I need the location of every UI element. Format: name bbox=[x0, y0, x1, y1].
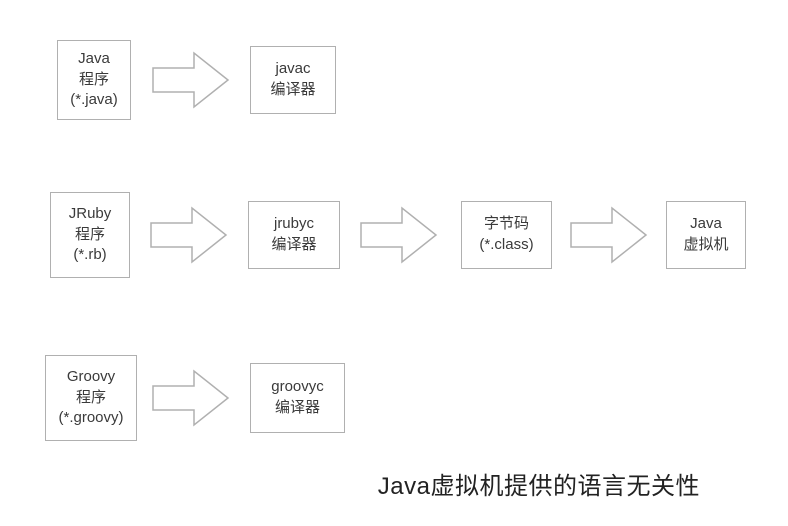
box-text-line: 编译器 bbox=[270, 81, 316, 98]
box-text-line: (*.groovy) bbox=[58, 409, 124, 427]
box-text-line: 程序 bbox=[75, 388, 106, 406]
jruby-source-box: JRuby 程序 (*.rb) bbox=[50, 192, 130, 278]
right-arrow-icon bbox=[570, 206, 648, 264]
box-text-line: 编译器 bbox=[271, 236, 317, 253]
right-arrow-icon bbox=[152, 369, 230, 427]
box-text-line: 程序 bbox=[78, 70, 109, 88]
box-text-line: jrubyc bbox=[273, 215, 314, 233]
jvm-box: Java 虚拟机 bbox=[666, 201, 746, 269]
right-arrow-icon bbox=[152, 51, 230, 109]
box-text-line: Java bbox=[78, 49, 110, 67]
box-text-line: Groovy bbox=[66, 367, 116, 385]
box-text-line: (*.rb) bbox=[73, 246, 107, 264]
box-text-line: JRuby bbox=[68, 204, 112, 222]
groovy-source-box: Groovy 程序 (*.groovy) bbox=[45, 355, 137, 441]
box-text-line: javac bbox=[275, 60, 311, 78]
box-text-line: (*.class) bbox=[479, 236, 534, 253]
right-arrow-icon bbox=[360, 206, 438, 264]
right-arrow-icon bbox=[150, 206, 228, 264]
box-text-line: groovyc bbox=[271, 378, 324, 396]
box-text-line: 编译器 bbox=[274, 399, 320, 416]
javac-compiler-box: javac 编译器 bbox=[250, 46, 336, 114]
box-text-line: 程序 bbox=[74, 225, 105, 243]
box-text-line: 字节码 bbox=[483, 215, 529, 233]
box-text-line: (*.java) bbox=[70, 91, 118, 109]
box-text-line: Java bbox=[690, 215, 722, 233]
box-text-line: 虚拟机 bbox=[683, 236, 729, 253]
bytecode-box: 字节码 (*.class) bbox=[461, 201, 552, 269]
groovyc-compiler-box: groovyc 编译器 bbox=[250, 363, 345, 433]
java-source-box: Java 程序 (*.java) bbox=[57, 40, 131, 120]
jrubyc-compiler-box: jrubyc 编译器 bbox=[248, 201, 340, 269]
diagram-caption: Java虚拟机提供的语言无关性 bbox=[377, 473, 700, 500]
